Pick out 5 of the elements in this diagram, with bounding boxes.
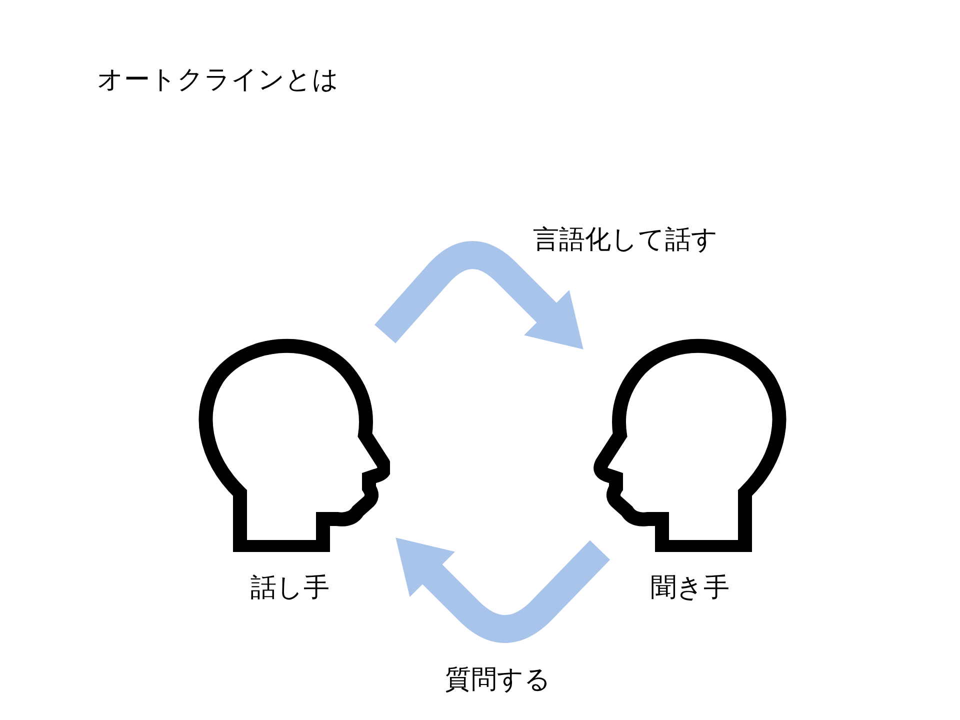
person-label: 話し手 [250,572,330,605]
title: オートクラインとは [97,64,339,97]
curved-arrow [396,538,610,643]
person-label: 聞き手 [650,572,730,605]
curved-arrow [374,241,584,350]
